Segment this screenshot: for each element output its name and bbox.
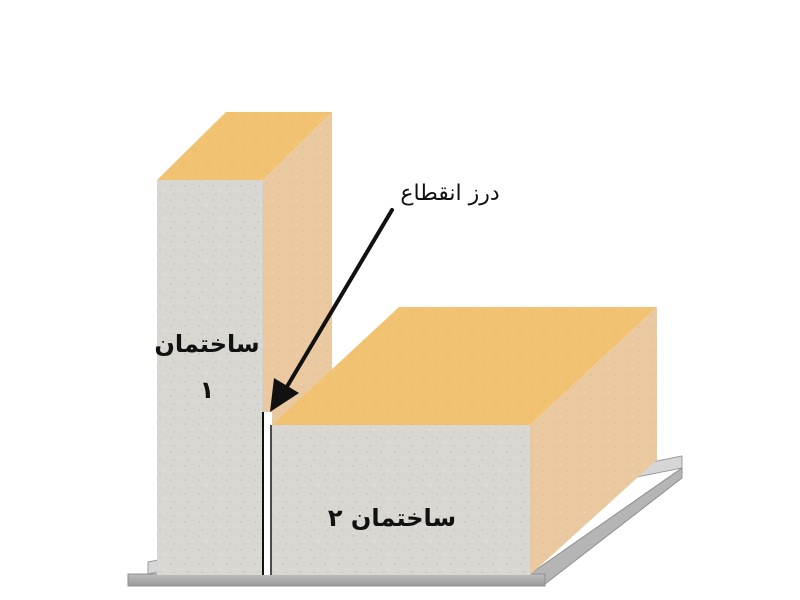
building-2-front-face <box>272 425 530 575</box>
building-1-label-line2: ۱ <box>200 376 215 404</box>
arrow-shaft <box>283 208 394 392</box>
building-2-label: ساختمان ۲ <box>328 504 456 532</box>
joint-gap <box>263 412 272 575</box>
arrow-icon <box>270 208 394 412</box>
base-plate-front <box>127 573 546 587</box>
building-2 <box>272 307 657 575</box>
building-2-top-face <box>272 307 657 425</box>
building-1-front-face <box>157 180 263 575</box>
separation-joint <box>262 412 272 575</box>
arrow-head <box>270 378 299 412</box>
building-2-right-face <box>530 307 657 575</box>
building-1-label-line1: ساختمان <box>154 330 259 358</box>
joint-label: درز انقطاع <box>400 181 499 206</box>
building-1-top-face <box>157 112 332 180</box>
